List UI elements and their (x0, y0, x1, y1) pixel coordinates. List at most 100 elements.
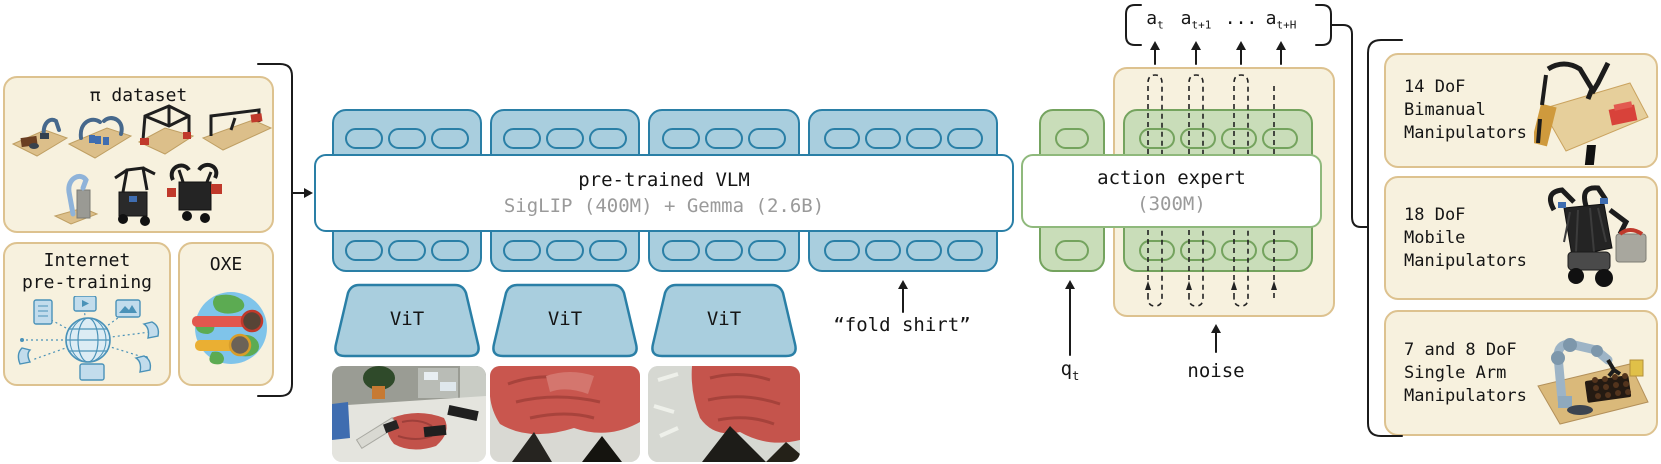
token-pill (748, 240, 786, 261)
token-pill (388, 128, 426, 149)
token-pill-row (810, 128, 996, 149)
token-pill (823, 240, 860, 261)
internet-title-line1: Internet (43, 250, 131, 271)
mobile-robot-photo (1547, 185, 1647, 287)
robot-box-label: 14 DoF Bimanual Manipulators (1404, 77, 1527, 143)
vit-label: ViT (706, 308, 742, 330)
token-pill (1261, 240, 1298, 261)
token-pill (1138, 128, 1175, 149)
robot-photo (167, 162, 222, 223)
token-pill (546, 240, 584, 261)
bimanual-robot-photo (1534, 61, 1649, 165)
token-pill (705, 128, 743, 149)
pi-dataset-box: π dataset (3, 76, 274, 233)
internet-pretraining-box: Internet pre-training (3, 242, 171, 386)
actions-to-robots-connector (1330, 24, 1368, 228)
robot-photo (11, 117, 69, 157)
token-pill (823, 128, 860, 149)
pi-dataset-title: π dataset (89, 85, 188, 106)
vit-trapezoid (651, 283, 797, 358)
token-pill-row (650, 128, 798, 149)
token-pill (946, 128, 983, 149)
token-pill (1220, 240, 1257, 261)
token-pill (503, 128, 541, 149)
robot-photo (137, 104, 195, 155)
token-pill (1055, 128, 1089, 149)
token-pill-row (1125, 128, 1311, 149)
action-expert-title: action expert (1097, 167, 1246, 189)
token-pill (589, 240, 627, 261)
robot-photo (114, 166, 156, 226)
action-expert-subtitle: (300M) (1137, 193, 1206, 215)
token-pill (589, 128, 627, 149)
internet-illustration (17, 296, 160, 381)
pretrained-vlm-box: pre-trained VLM SigLIP (400M) + Gemma (2… (314, 154, 1014, 232)
token-pill (705, 240, 743, 261)
vit-encoder-3: ViT (649, 282, 799, 360)
token-pill (1179, 240, 1216, 261)
internet-title-line2: pre-training (21, 272, 153, 293)
action-token-label: at (1146, 8, 1164, 32)
camera-image-wrist-right (648, 366, 800, 462)
robot-box-label: 7 and 8 DoF Single Arm Manipulators (1404, 339, 1527, 406)
token-pill (1179, 128, 1216, 149)
robot-box-single-arm: 7 and 8 DoF Single Arm Manipulators (1384, 310, 1658, 436)
robot-box-bimanual: 14 DoF Bimanual Manipulators (1384, 53, 1658, 168)
vit-label: ViT (389, 308, 425, 330)
token-pill (431, 128, 469, 149)
token-pill-row (334, 240, 480, 261)
vit-trapezoid (492, 283, 638, 358)
prompt-label: “fold shirt” (833, 314, 971, 336)
token-pill (1055, 240, 1089, 261)
robot-box-mobile: 18 DoF Mobile Manipulators (1384, 176, 1658, 300)
token-pill (662, 240, 700, 261)
token-pill (345, 240, 383, 261)
token-pill (546, 128, 584, 149)
oxe-title: OXE (209, 254, 243, 275)
single-arm-robot-photo (1537, 338, 1649, 425)
state-input-label: qt (1040, 358, 1100, 383)
token-pill (864, 240, 901, 261)
robot-box-label: 18 DoF Mobile Manipulators (1404, 204, 1527, 271)
action-output-bracket-right (1315, 4, 1332, 46)
token-pill (431, 240, 469, 261)
oxe-box: OXE (178, 242, 274, 386)
token-pill-row (1041, 240, 1103, 261)
token-pill-row (810, 240, 996, 261)
token-pill (748, 128, 786, 149)
token-pill (946, 240, 983, 261)
token-pill (905, 128, 942, 149)
camera-image-third-person (332, 366, 486, 462)
robot-photo (201, 108, 273, 151)
token-pill-row (1125, 240, 1311, 261)
token-pill (345, 128, 383, 149)
vlm-subtitle: SigLIP (400M) + Gemma (2.6B) (503, 195, 825, 217)
oxe-globe-illustration (192, 292, 267, 365)
vit-encoder-2: ViT (490, 282, 640, 360)
noise-input-label: noise (1187, 360, 1245, 382)
vlm-title: pre-trained VLM (578, 169, 750, 191)
action-token-label: at+H (1265, 8, 1297, 32)
vit-label: ViT (547, 308, 583, 330)
robot-photo (53, 174, 99, 225)
token-pill-row (334, 128, 480, 149)
vit-trapezoid (334, 283, 480, 358)
token-pill-row (492, 240, 638, 261)
robot-photo (67, 116, 133, 159)
action-token-label: at+1 (1180, 8, 1212, 32)
vit-encoder-1: ViT (332, 282, 482, 360)
qt-subscript: t (1072, 368, 1080, 383)
token-pill (905, 240, 942, 261)
token-pill (1138, 240, 1175, 261)
token-pill (1261, 128, 1298, 149)
token-pill-row (1041, 128, 1103, 149)
token-pill (503, 240, 541, 261)
camera-image-wrist-left (490, 366, 640, 462)
token-pill-row (492, 128, 638, 149)
token-pill-row (650, 240, 798, 261)
action-expert-box: action expert (300M) (1021, 154, 1322, 228)
token-pill (388, 240, 426, 261)
qt-base: q (1060, 358, 1073, 380)
token-pill (662, 128, 700, 149)
